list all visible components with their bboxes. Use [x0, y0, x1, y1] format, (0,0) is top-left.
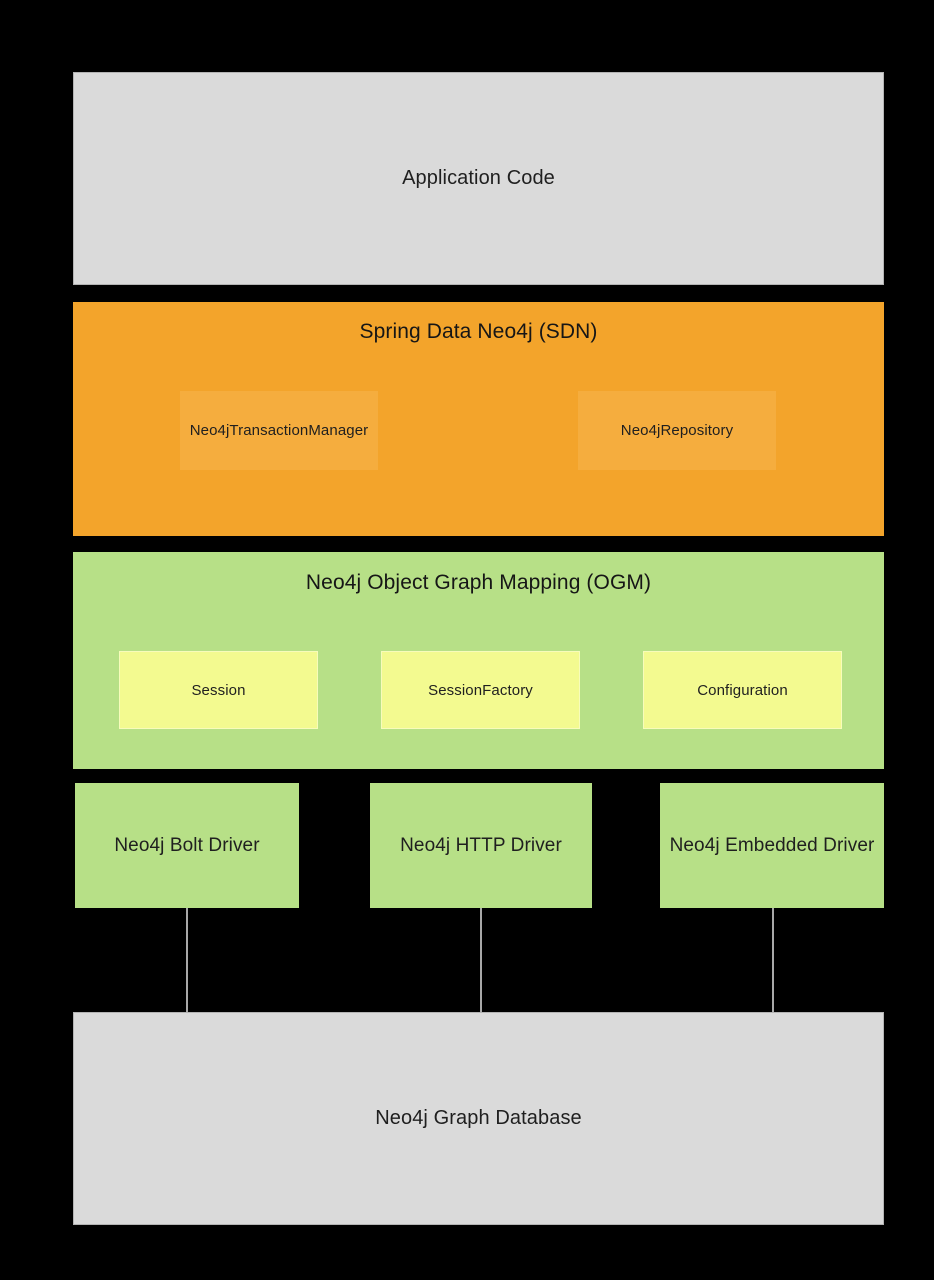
- neo4j-embedded-driver-label: Neo4j Embedded Driver: [669, 834, 875, 856]
- session-box: Session: [119, 651, 318, 729]
- bolt-driver-to-database-connector: [186, 908, 188, 1013]
- ogm-layer-title: Neo4j Object Graph Mapping (OGM): [305, 571, 652, 594]
- application-code-box: Application Code: [73, 72, 884, 285]
- spring-data-neo4j-layer: Spring Data Neo4j (SDN) Neo4jTransaction…: [73, 302, 884, 536]
- neo4j-graph-database-box: Neo4j Graph Database: [73, 1012, 884, 1225]
- neo4j-repository-box: Neo4jRepository: [578, 391, 776, 470]
- neo4j-bolt-driver-box: Neo4j Bolt Driver: [75, 783, 299, 908]
- neo4j-http-driver-label: Neo4j HTTP Driver: [400, 834, 562, 856]
- neo4j-transaction-manager-label: Neo4jTransactionManager: [189, 422, 369, 439]
- session-factory-box: SessionFactory: [381, 651, 580, 729]
- configuration-box: Configuration: [643, 651, 842, 729]
- neo4j-http-driver-box: Neo4j HTTP Driver: [370, 783, 592, 908]
- neo4j-repository-label: Neo4jRepository: [620, 422, 734, 439]
- neo4j-bolt-driver-label: Neo4j Bolt Driver: [114, 834, 260, 856]
- configuration-label: Configuration: [697, 681, 788, 699]
- sdn-layer-title: Spring Data Neo4j (SDN): [359, 320, 598, 343]
- neo4j-ogm-layer: Neo4j Object Graph Mapping (OGM) Session…: [73, 552, 884, 769]
- neo4j-transaction-manager-box: Neo4jTransactionManager: [180, 391, 378, 470]
- embedded-driver-to-database-connector: [772, 908, 774, 1013]
- neo4j-graph-database-label: Neo4j Graph Database: [375, 1107, 582, 1129]
- neo4j-embedded-driver-box: Neo4j Embedded Driver: [660, 783, 884, 908]
- session-factory-label: SessionFactory: [428, 681, 533, 699]
- http-driver-to-database-connector: [480, 908, 482, 1013]
- application-code-label: Application Code: [402, 167, 555, 189]
- session-label: Session: [191, 681, 246, 699]
